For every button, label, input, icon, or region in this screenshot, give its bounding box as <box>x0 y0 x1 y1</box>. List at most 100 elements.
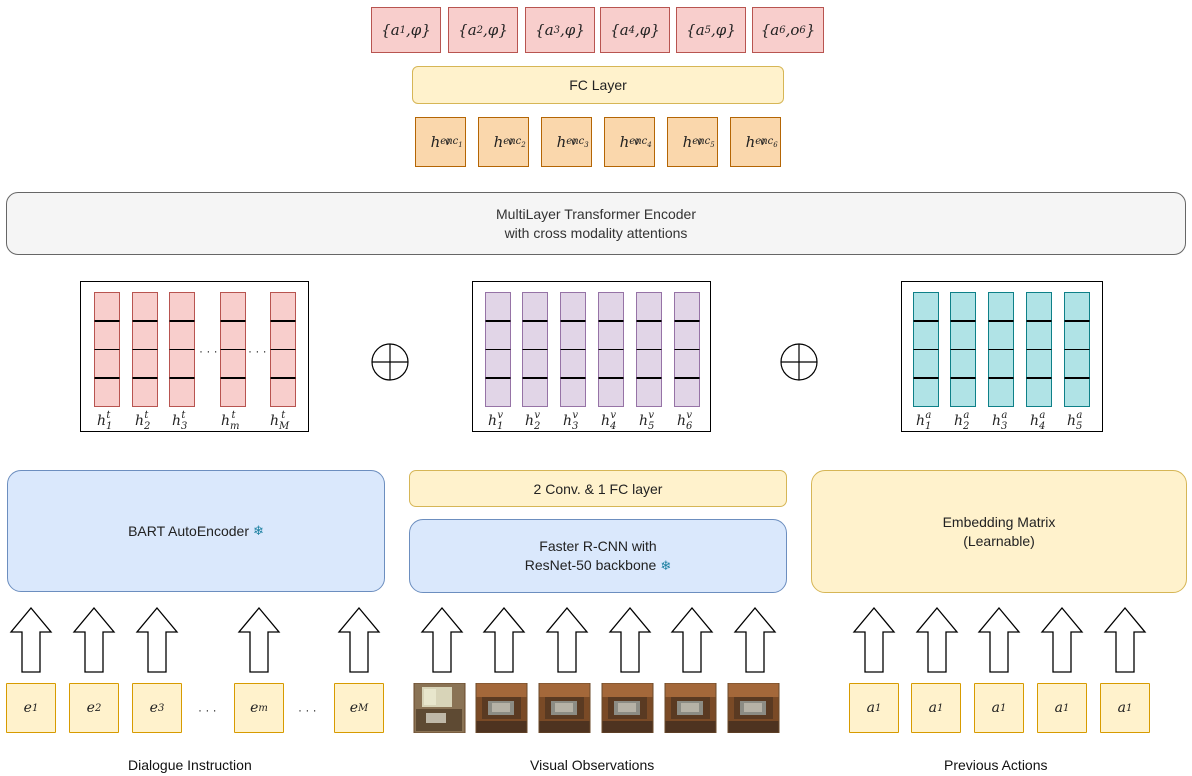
up-arrow-icon <box>852 606 896 673</box>
visual-embedding-cell <box>560 377 586 407</box>
observation-thumbnails <box>413 683 780 733</box>
up-arrow-icon <box>915 606 959 673</box>
text-embedding-cell <box>132 377 158 407</box>
up-arrow-icon <box>670 606 714 673</box>
action-embedding-cell <box>950 320 976 350</box>
up-arrow-icon <box>1103 606 1147 673</box>
up-arrow-icon <box>482 606 526 673</box>
visual-embedding-panel: h1v h2v h3v h4v h5v h6v <box>472 281 711 432</box>
text-input-ellipsis-2: · · · <box>298 703 317 717</box>
action-embedding-cell <box>988 349 1014 378</box>
conv-fc-label: 2 Conv. & 1 FC layer <box>533 480 663 497</box>
action-label-5: h5a <box>1067 410 1083 432</box>
action-embedding-cell <box>913 292 939 321</box>
up-arrow-icon <box>733 606 777 673</box>
observation-image <box>413 683 466 733</box>
visual-label-6: h6v <box>677 410 693 432</box>
action-embedding-cell <box>988 377 1014 407</box>
up-arrow-icon <box>1040 606 1084 673</box>
up-arrow-icon <box>420 606 464 673</box>
text-embedding-cell <box>270 377 296 407</box>
text-embedding-cell <box>94 292 120 321</box>
text-embedding-cell <box>220 377 246 407</box>
text-embedding-cell <box>169 377 195 407</box>
text-embedding-cell <box>270 292 296 321</box>
bart-autoencoder: BART AutoEncoder ❄ <box>7 470 385 592</box>
action-embedding-cell <box>913 377 939 407</box>
visual-embedding-cell <box>522 320 548 350</box>
text-label-m: hmt <box>221 410 240 432</box>
text-embedding-cell <box>270 349 296 378</box>
visual-embedding-cell <box>485 377 511 407</box>
visual-embedding-cell <box>674 349 700 378</box>
action-embedding-cell <box>1026 292 1052 321</box>
visual-embedding-cell <box>598 320 624 350</box>
rcnn-line-2: ResNet-50 backbone <box>524 557 657 573</box>
action-label-4: h4a <box>1030 410 1046 432</box>
text-embedding-cell <box>169 292 195 321</box>
visual-embedding-cell <box>522 349 548 378</box>
fc-layer-label: FC Layer <box>569 77 627 93</box>
text-label-1: h1t <box>97 410 113 432</box>
visual-embedding-cell <box>636 349 662 378</box>
transformer-encoder: MultiLayer Transformer Encoder with cros… <box>6 192 1186 255</box>
visual-label-4: h4v <box>601 410 617 432</box>
text-embedding-cell <box>270 320 296 350</box>
visual-embedding-cell <box>560 349 586 378</box>
observation-image <box>601 683 654 733</box>
visual-label-5: h5v <box>639 410 655 432</box>
text-embedding-panel: · · · · · · h1t h2t h3t hmt hMt <box>80 281 309 432</box>
text-embedding-cell <box>169 349 195 378</box>
faster-rcnn: Faster R-CNN with ResNet-50 backbone❄ <box>409 519 787 593</box>
action-label-2: h2a <box>954 410 970 432</box>
bart-label: BART AutoEncoder <box>128 523 249 539</box>
text-label-3: h3t <box>172 410 188 432</box>
visual-embedding-cell <box>674 320 700 350</box>
action-embedding-cell <box>913 320 939 350</box>
transformer-line-2: with cross modality attentions <box>504 224 688 241</box>
visual-label-1: h1v <box>488 410 504 432</box>
plus-icon <box>371 343 409 381</box>
up-arrow-icon <box>72 606 116 673</box>
action-embedding-cell <box>988 320 1014 350</box>
visual-embedding-cell <box>636 320 662 350</box>
text-embedding-cell <box>169 320 195 350</box>
action-label-1: h1a <box>916 410 932 432</box>
action-embedding-cell <box>950 292 976 321</box>
up-arrow-icon <box>608 606 652 673</box>
visual-embedding-cell <box>560 292 586 321</box>
caption-visual: Visual Observations <box>530 757 655 773</box>
observation-image <box>475 683 528 733</box>
transformer-line-1: MultiLayer Transformer Encoder <box>496 205 696 222</box>
text-ellipsis-1: · · · <box>199 344 218 358</box>
text-embedding-cell <box>94 349 120 378</box>
visual-embedding-cell <box>598 292 624 321</box>
up-arrow-icon <box>237 606 281 673</box>
visual-embedding-cell <box>674 292 700 321</box>
action-embedding-panel: h1a h2a h3a h4a h5a <box>901 281 1103 432</box>
text-embedding-cell <box>220 320 246 350</box>
embedding-matrix: Embedding Matrix (Learnable) <box>811 470 1187 593</box>
visual-embedding-cell <box>560 320 586 350</box>
snowflake-icon: ❄ <box>660 558 672 573</box>
conv-fc-layer: 2 Conv. & 1 FC layer <box>409 470 787 507</box>
rcnn-line-1: Faster R-CNN with <box>539 538 657 554</box>
observation-image <box>727 683 780 733</box>
text-embedding-cell <box>132 292 158 321</box>
